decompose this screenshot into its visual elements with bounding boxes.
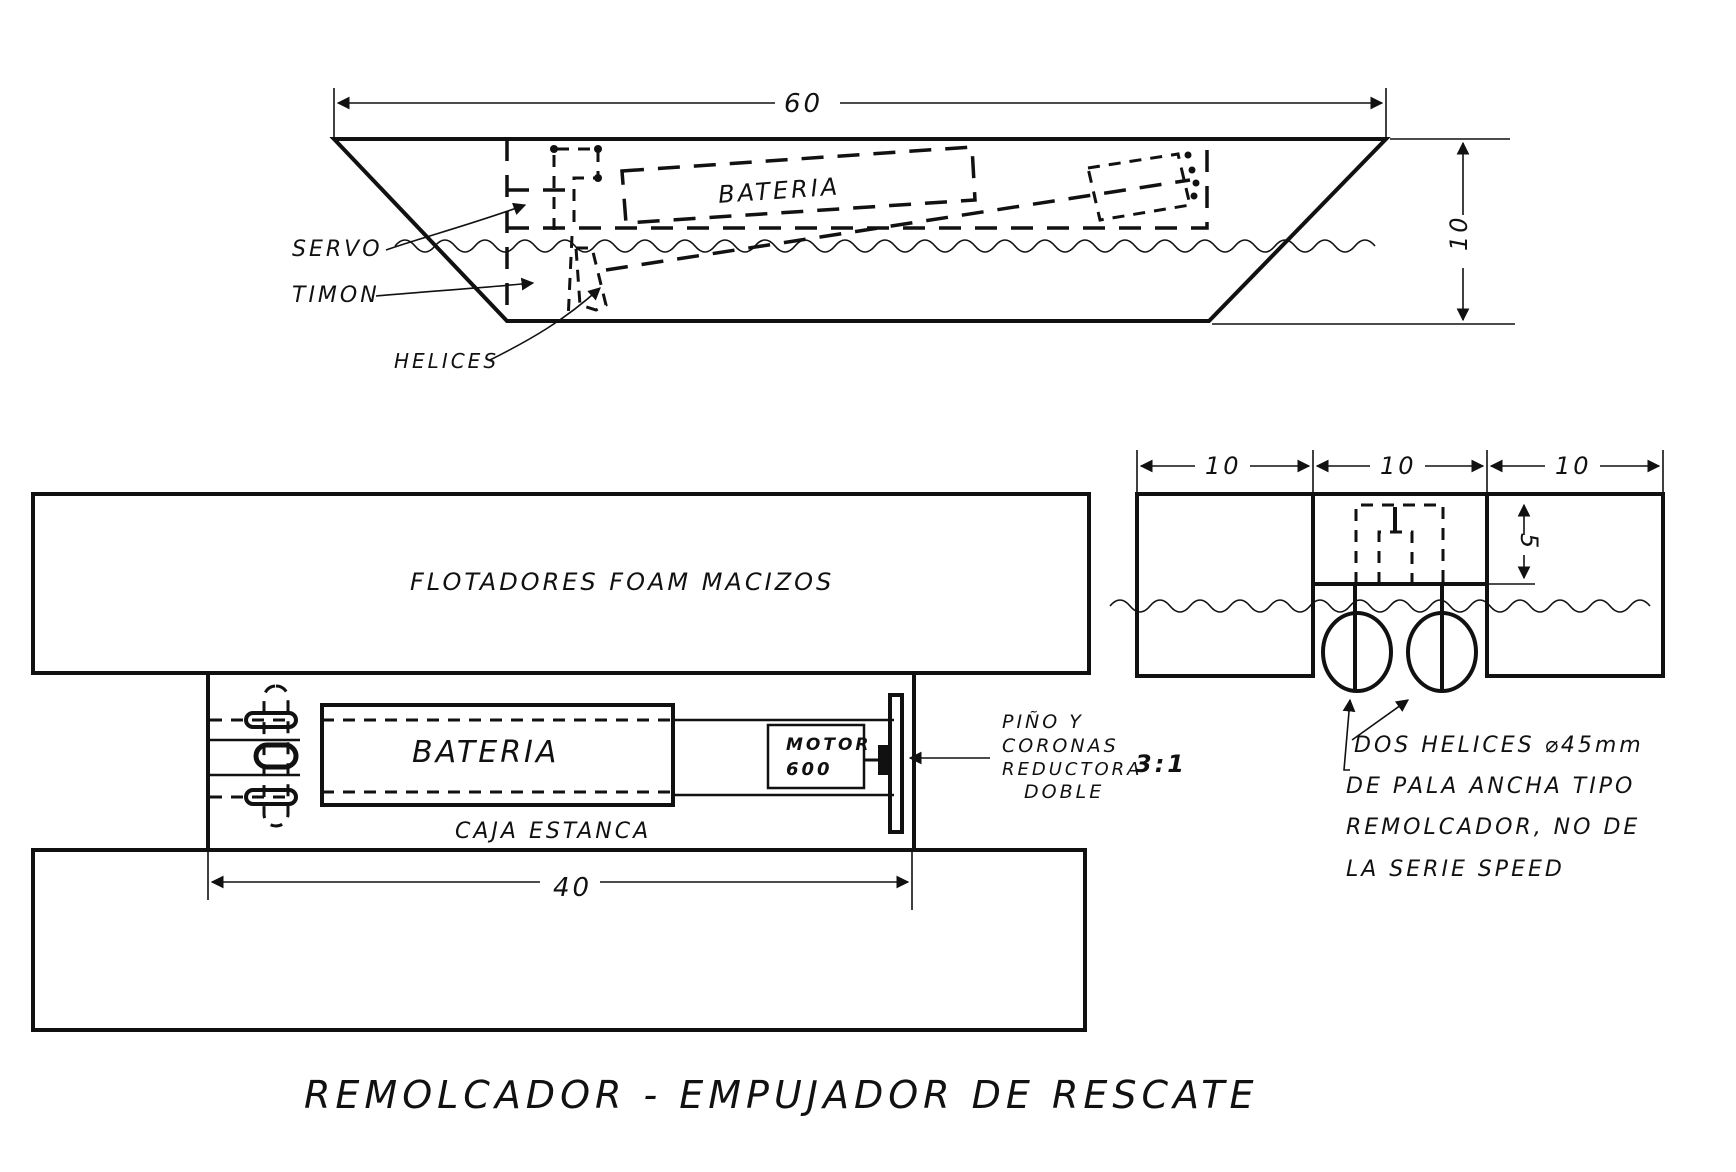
front-servo-inner — [1377, 530, 1414, 584]
front-servo-outline — [1354, 503, 1445, 584]
battery-plan — [320, 703, 675, 807]
width-dim-label-3: 10 — [1555, 452, 1592, 480]
gear-callout: PIÑO Y CORONAS REDUCTORA DOBLE 3:1 — [908, 710, 1187, 803]
length-dim-label: 60 — [784, 89, 823, 119]
motor-label-1: MOTOR — [786, 735, 872, 755]
front-view: 10 10 10 5 — [1109, 450, 1665, 882]
plan-battery-label: BATERIA — [412, 735, 559, 770]
gear-plate — [888, 693, 904, 834]
front-float-right — [1485, 492, 1665, 678]
front-hull-center — [1311, 492, 1489, 586]
motor-label-2: 600 — [786, 759, 833, 780]
length-dimension-60: 60 — [333, 88, 1387, 139]
height-dimension-10: 10 — [1212, 138, 1515, 325]
side-view: 60 10 BATERIA — [292, 88, 1515, 373]
propeller-note-1: DOS HELICES ⌀45mm — [1354, 733, 1644, 758]
propeller-left — [1321, 584, 1393, 693]
helices-label: HELICES — [394, 349, 499, 373]
propeller-note-2: DE PALA ANCHA TIPO — [1346, 774, 1635, 799]
waterline — [394, 239, 1376, 253]
plan-view: FLOTADORES FOAM MACIZOS CAJA ESTANCA BAT… — [31, 492, 1187, 1032]
watertight-compartment-outline — [505, 139, 1209, 321]
width-dim-label-2: 10 — [1380, 452, 1417, 480]
propeller-side — [574, 246, 608, 312]
motor-side — [1086, 152, 1192, 222]
propeller-right — [1406, 584, 1478, 693]
servo — [550, 145, 602, 230]
gear-note-1: PIÑO Y — [1002, 710, 1084, 733]
height-dim-label: 10 — [1445, 214, 1473, 251]
gear-note-3: REDUCTORA — [1002, 759, 1142, 780]
front-float-left — [1135, 492, 1315, 678]
motor-plan — [766, 723, 866, 790]
propeller-callout: DOS HELICES ⌀45mm DE PALA ANCHA TIPO REM… — [1342, 698, 1644, 882]
propeller-rudder-assembly — [244, 684, 299, 828]
front-waterline — [1109, 599, 1651, 613]
gear-side — [1184, 151, 1200, 200]
servo-callout: SERVO — [292, 202, 527, 262]
drive-shaft-side — [605, 178, 1191, 272]
servo-label: SERVO — [292, 237, 383, 262]
timon-callout: TIMON — [292, 277, 535, 308]
hull-outline — [329, 137, 1391, 323]
gear-note-4: DOBLE — [1024, 781, 1104, 803]
drawing-title: REMOLCADOR - EMPUJADOR DE RESCATE — [304, 1073, 1259, 1117]
box-label: CAJA ESTANCA — [455, 819, 651, 844]
battery-side: BATERIA — [620, 145, 977, 225]
depth-dimension-5: 5 — [1515, 503, 1543, 580]
helices-callout: HELICES — [394, 287, 601, 373]
plan-length-dim-label: 40 — [553, 873, 592, 903]
rudder — [566, 235, 574, 322]
timon-label: TIMON — [292, 283, 380, 308]
length-dimension-40: 40 — [207, 850, 913, 910]
gear-note-2: CORONAS — [1002, 735, 1119, 757]
propeller-note-3: REMOLCADOR, NO DE — [1346, 815, 1640, 840]
propeller-note-4: LA SERIE SPEED — [1346, 857, 1565, 882]
width-dimensions: 10 10 10 — [1136, 450, 1664, 494]
gear-ratio: 3:1 — [1135, 750, 1187, 778]
side-battery-label: BATERIA — [717, 172, 841, 208]
depth-dim-label: 5 — [1515, 533, 1543, 551]
width-dim-label-1: 10 — [1205, 452, 1242, 480]
floats-label: FLOTADORES FOAM MACIZOS — [410, 568, 834, 596]
